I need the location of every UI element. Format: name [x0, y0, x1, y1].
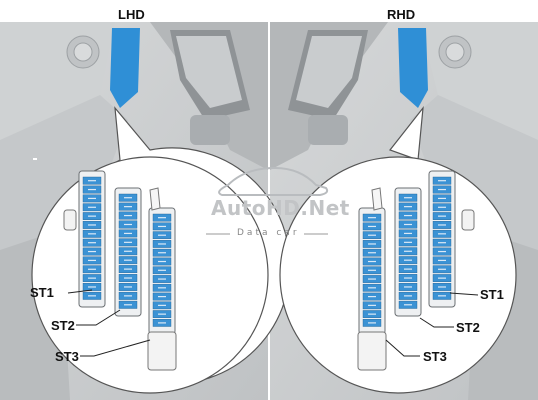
- lhd-highlight-area: [110, 28, 140, 108]
- watermark-brand: AutoHD.Net: [211, 196, 350, 220]
- rhd-st1-label: ST1: [480, 287, 504, 302]
- rhd-fuse-box-st3: [358, 207, 386, 335]
- lhd-title: LHD: [118, 7, 145, 22]
- watermark-car-icon: [218, 166, 329, 196]
- lhd-fuse-box-st1: [78, 170, 106, 308]
- lhd-fuse-boxes: [63, 170, 177, 371]
- watermark-tagline: Data car: [237, 228, 300, 238]
- leader-lines: [67, 289, 479, 357]
- lhd-fuse-box-st2: [114, 187, 142, 317]
- rhd-st3-label: ST3: [423, 349, 447, 364]
- rhd-highlight-area: [398, 28, 428, 108]
- rhd-fuse-boxes: [357, 170, 475, 371]
- rhd-title: RHD: [387, 7, 416, 22]
- lhd-st2-label: ST2: [51, 318, 75, 333]
- lhd-st1-label: ST1: [30, 285, 54, 300]
- lhd-st3-label: ST3: [55, 349, 79, 364]
- rhd-fuse-box-st2: [394, 187, 422, 317]
- lhd-fuse-box-st3: [148, 207, 176, 335]
- rhd-fuse-box-st1: [428, 170, 456, 308]
- rhd-st2-label: ST2: [456, 320, 480, 335]
